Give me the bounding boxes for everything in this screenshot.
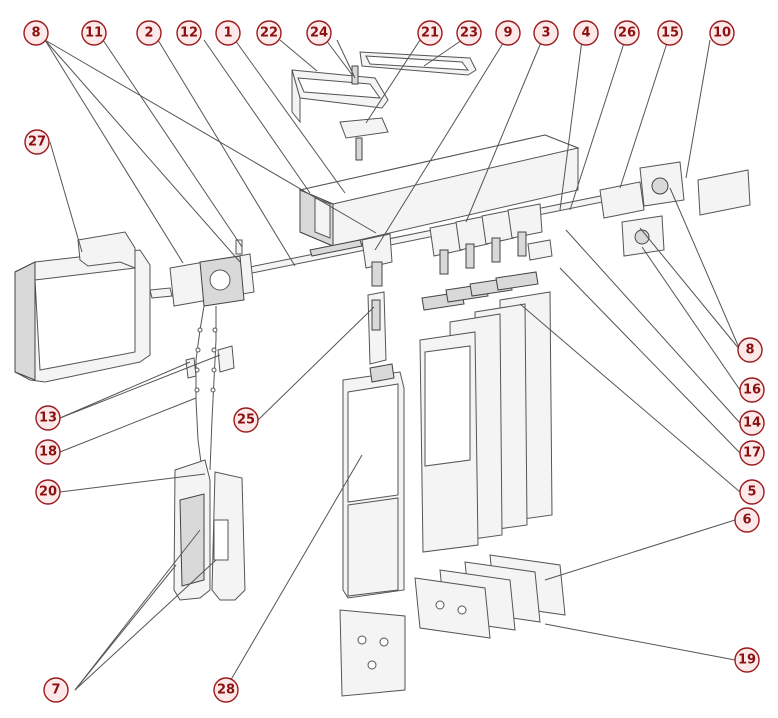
- callout-9: 9: [495, 20, 521, 46]
- callout-label: 17: [743, 446, 761, 461]
- chain-weight-part: [173, 459, 246, 601]
- large-slat-part: [342, 363, 405, 599]
- callout-1: 1: [215, 20, 241, 46]
- callout-label: 6: [742, 513, 751, 528]
- callout-label: 28: [217, 683, 235, 698]
- callout-25: 25: [233, 407, 259, 433]
- callout-19: 19: [734, 647, 760, 673]
- callout-label: 14: [743, 416, 761, 431]
- callout-6: 6: [734, 507, 760, 533]
- callout-label: 13: [39, 411, 57, 426]
- callout-13: 13: [35, 405, 61, 431]
- callout-label: 8: [31, 26, 40, 41]
- callout-23: 23: [456, 20, 482, 46]
- bottom-weights-part: [414, 554, 566, 639]
- callout-22: 22: [256, 20, 282, 46]
- callout-24: 24: [306, 20, 332, 46]
- callout-26: 26: [614, 20, 640, 46]
- callout-label: 25: [237, 413, 255, 428]
- callout-label: 21: [421, 26, 439, 41]
- callout-label: 24: [310, 26, 328, 41]
- callout-label: 27: [28, 135, 46, 150]
- callout-18: 18: [35, 439, 61, 465]
- callout-16: 16: [739, 377, 765, 403]
- callout-label: 10: [713, 26, 731, 41]
- mounting-bracket-part: [291, 51, 477, 161]
- callout-28: 28: [213, 677, 239, 703]
- callout-7: 7: [43, 677, 69, 703]
- single-weight-part: [339, 609, 406, 697]
- callout-14: 14: [739, 410, 765, 436]
- callout-label: 11: [85, 26, 103, 41]
- callout-10: 10: [709, 20, 735, 46]
- callout-label: 16: [743, 383, 761, 398]
- callout-label: 7: [51, 683, 60, 698]
- callout-21: 21: [417, 20, 443, 46]
- end-cover-part: [14, 231, 151, 383]
- callout-11: 11: [81, 20, 107, 46]
- callout-label: 12: [180, 26, 198, 41]
- callout-17: 17: [739, 440, 765, 466]
- callout-label: 9: [503, 26, 512, 41]
- callout-label: 22: [260, 26, 278, 41]
- bead-chain-part: [185, 305, 235, 471]
- callout-label: 18: [39, 445, 57, 460]
- callout-4: 4: [573, 20, 599, 46]
- callout-label: 20: [39, 485, 57, 500]
- callout-label: 3: [541, 26, 550, 41]
- slat-hanger-part: [367, 291, 387, 365]
- callout-label: 26: [618, 26, 636, 41]
- callout-label: 23: [460, 26, 478, 41]
- callout-label: 5: [747, 485, 756, 500]
- callout-label: 8: [745, 343, 754, 358]
- slat-stack-part: [419, 271, 553, 553]
- callout-label: 2: [144, 26, 153, 41]
- callout-20: 20: [35, 479, 61, 505]
- callout-12: 12: [176, 20, 202, 46]
- leader-lines: [44, 39, 741, 691]
- callout-label: 19: [738, 653, 756, 668]
- callout-8-top: 8: [23, 20, 49, 46]
- control-head-part: [149, 239, 255, 307]
- callout-label: 4: [581, 26, 590, 41]
- callout-15: 15: [657, 20, 683, 46]
- callout-27: 27: [24, 129, 50, 155]
- callout-5: 5: [739, 479, 765, 505]
- callout-2: 2: [136, 20, 162, 46]
- carriers-part: [361, 203, 543, 287]
- callout-8-right: 8: [737, 337, 763, 363]
- callout-3: 3: [533, 20, 559, 46]
- headrail-part: [298, 134, 580, 247]
- callout-label: 1: [223, 26, 232, 41]
- callout-label: 15: [661, 26, 679, 41]
